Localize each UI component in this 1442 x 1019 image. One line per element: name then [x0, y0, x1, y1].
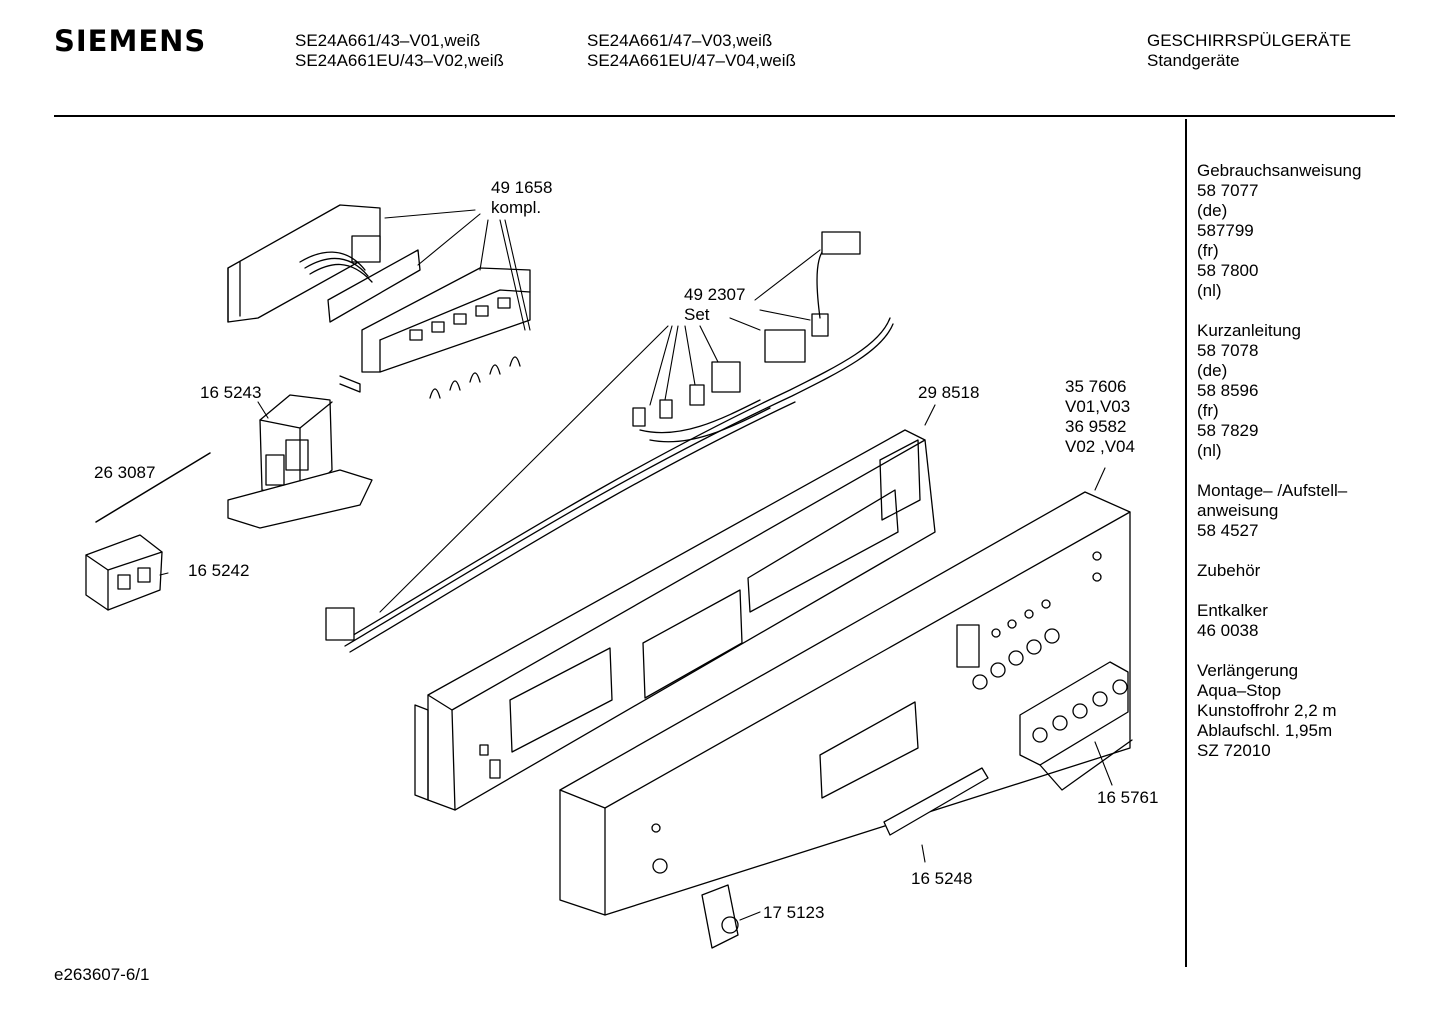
- part-label-165248: 16 5248: [911, 869, 973, 888]
- drawing-id: e263607-6/1: [54, 965, 150, 984]
- part-label-492307: 49 2307 Set: [684, 285, 745, 325]
- sidebar-group-title: Verlängerung: [1197, 661, 1299, 680]
- sidebar-group-title: Gebrauchsanweisung: [1197, 161, 1362, 180]
- sidebar-line: Ablaufschl. 1,95m: [1197, 721, 1333, 740]
- buttons-drawing: [1019, 661, 1133, 791]
- strip-drawing: [883, 767, 989, 836]
- model-line: SE24A661/43–V01,weiß: [295, 31, 481, 50]
- part-note: Set: [684, 305, 710, 324]
- appliance-category: GESCHIRRSPÜLGERÄTE Standgeräte: [1147, 31, 1351, 71]
- category-subtitle: Standgeräte: [1147, 51, 1240, 70]
- switch-drawing: [85, 534, 163, 611]
- sidebar-line: Kunstoffrohr 2,2 m: [1197, 701, 1337, 720]
- inner-panel-drawing: [414, 429, 936, 811]
- part-label-165242: 16 5242: [188, 561, 250, 580]
- cable-harness-drawing: [325, 231, 894, 653]
- brand-logo: SIEMENS: [54, 24, 207, 58]
- sidebar-group-title: Montage– /Aufstell–: [1197, 481, 1348, 500]
- electronic-module-drawing: [227, 204, 531, 399]
- sidebar-line: 58 7078: [1197, 341, 1259, 360]
- sidebar-divider: [1185, 119, 1187, 967]
- model-line: SE24A661EU/43–V02,weiß: [295, 51, 504, 70]
- leader-lines: [159, 209, 1113, 921]
- sidebar-line: 46 0038: [1197, 621, 1259, 640]
- knob-drawing: [701, 884, 739, 949]
- sidebar-group-title: Kurzanleitung: [1197, 321, 1301, 340]
- relay-holder-drawing: [227, 394, 373, 529]
- part-label-491658: 49 1658 kompl.: [491, 178, 552, 218]
- sidebar-line: (nl): [1197, 441, 1222, 460]
- sidebar-group: Zubehör: [1197, 561, 1361, 581]
- model-line: SE24A661EU/47–V04,weiß: [587, 51, 796, 70]
- sidebar-line: SZ 72010: [1197, 741, 1271, 760]
- part-label-263087: 26 3087: [94, 463, 156, 482]
- sidebar-line: 58 7829: [1197, 421, 1259, 440]
- part-label-357606: 35 7606 V01,V03 36 9582 V02 ,V04: [1065, 377, 1135, 457]
- sidebar-line: (de): [1197, 361, 1228, 380]
- sidebar-line: 58 7077: [1197, 181, 1259, 200]
- sidebar-line: (de): [1197, 201, 1228, 220]
- sidebar-group-title: Zubehör: [1197, 561, 1261, 580]
- part-note: kompl.: [491, 198, 542, 217]
- sidebar-line: 587799: [1197, 221, 1254, 240]
- part-label-298518: 29 8518: [918, 383, 980, 402]
- header-divider: [54, 115, 1395, 117]
- sidebar-group-title: Entkalker: [1197, 601, 1268, 620]
- part-number: 49 2307: [684, 285, 746, 304]
- sidebar-line: (nl): [1197, 281, 1222, 300]
- part-label-165243: 16 5243: [200, 383, 262, 402]
- sidebar-line: Aqua–Stop: [1197, 681, 1282, 700]
- model-list-1: SE24A661/43–V01,weiß SE24A661EU/43–V02,w…: [295, 31, 504, 71]
- part-label-175123: 17 5123: [763, 903, 825, 922]
- sidebar-line: 58 7800: [1197, 261, 1259, 280]
- part-variant: V02 ,V04: [1065, 437, 1135, 456]
- model-line: SE24A661/47–V03,weiß: [587, 31, 773, 50]
- category-title: GESCHIRRSPÜLGERÄTE: [1147, 31, 1352, 50]
- rod-drawing: [95, 452, 211, 523]
- part-number: 36 9582: [1065, 417, 1127, 436]
- front-panel-drawing: [559, 491, 1131, 916]
- part-number: 49 1658: [491, 178, 553, 197]
- part-variant: V01,V03: [1065, 397, 1131, 416]
- sidebar-line: 58 4527: [1197, 521, 1259, 540]
- sidebar-line: (fr): [1197, 401, 1219, 420]
- model-list-2: SE24A661/47–V03,weiß SE24A661EU/47–V04,w…: [587, 31, 796, 71]
- sidebar-line: anweisung: [1197, 501, 1279, 520]
- sidebar-line: (fr): [1197, 241, 1219, 260]
- part-number: 35 7606: [1065, 377, 1127, 396]
- part-label-165761: 16 5761: [1097, 788, 1159, 807]
- sidebar-line: 58 8596: [1197, 381, 1259, 400]
